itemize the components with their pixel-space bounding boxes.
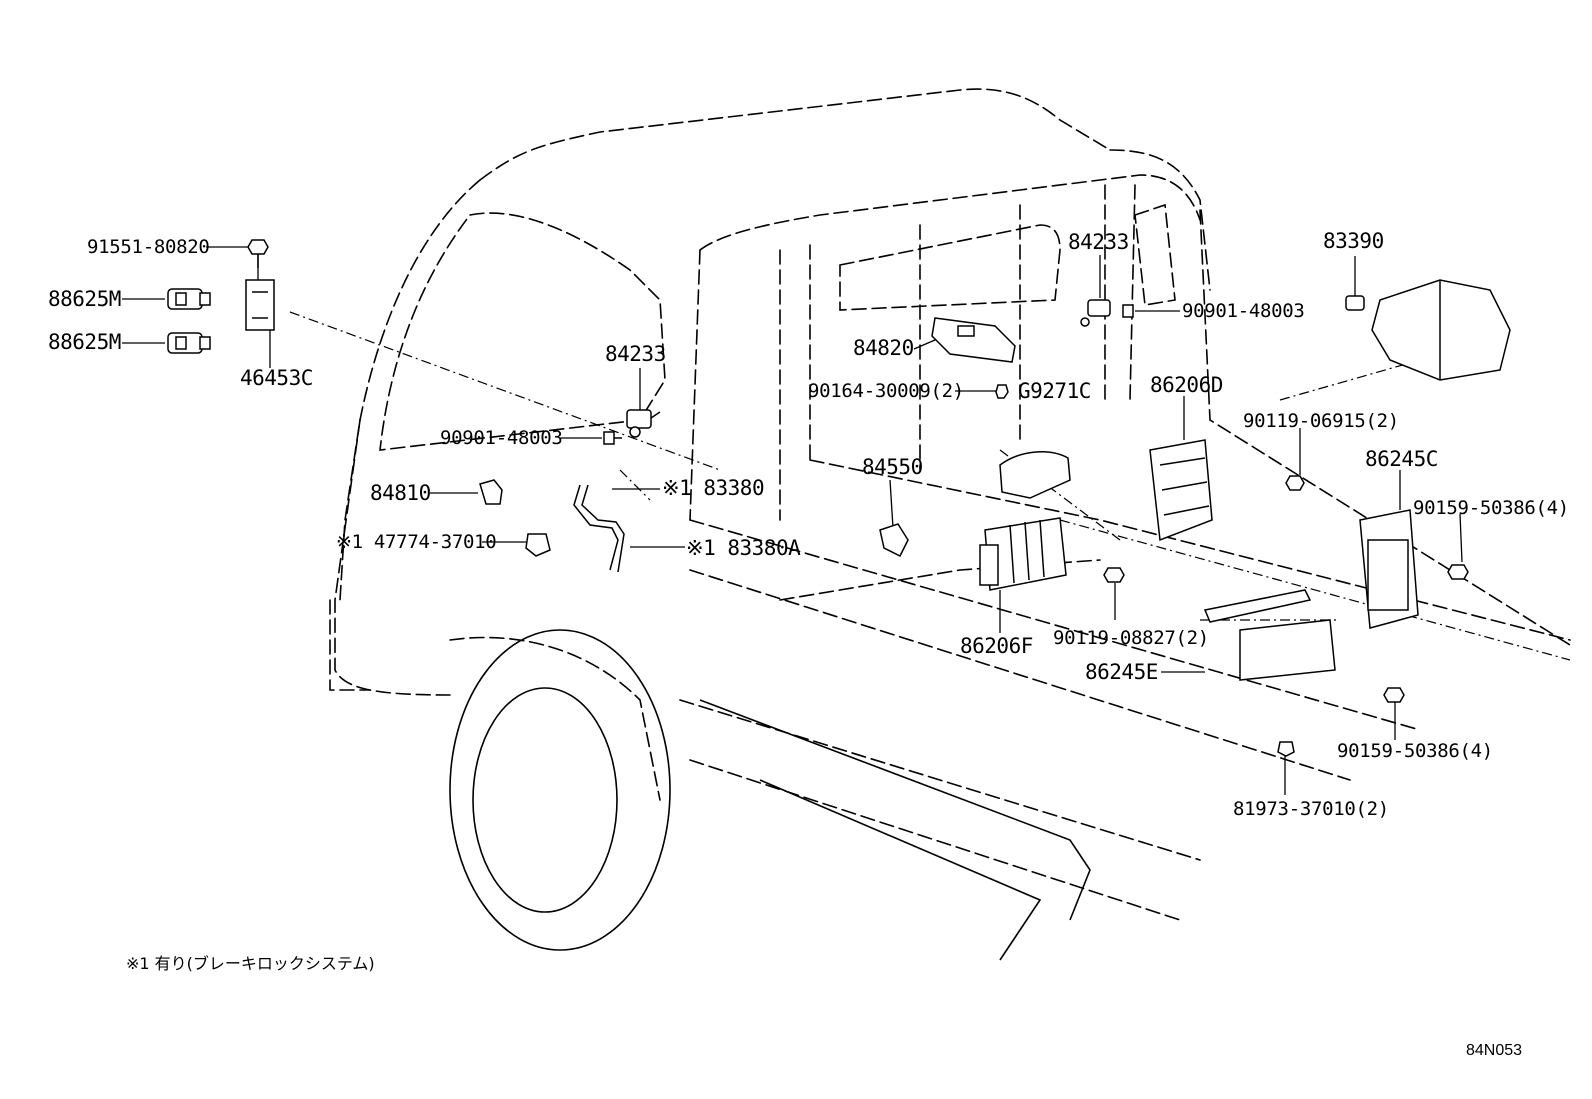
cab-side-bottom	[689, 519, 1421, 731]
label-47774-37010: ※1 47774-37010	[336, 531, 497, 553]
ecu-86206d-icon	[1149, 439, 1213, 542]
label-90119-08827: 90119-08827(2)	[1053, 627, 1209, 649]
step-upper	[679, 699, 1201, 861]
sensor-84233-right-icon	[1080, 299, 1111, 327]
cab-a-pillar	[339, 179, 481, 601]
label-86245e: 86245E	[1085, 660, 1158, 684]
cab-pillar-7	[1129, 184, 1136, 401]
label-84233-left: 84233	[605, 342, 666, 366]
label-90119-06915: 90119-06915(2)	[1243, 410, 1399, 432]
label-84233-right: 84233	[1068, 230, 1129, 254]
connector-88625m-icon-2	[167, 332, 211, 354]
label-88625m-upper: 88625M	[48, 287, 121, 311]
screw-90164-icon	[995, 384, 1009, 399]
front-tire-inner	[472, 687, 618, 913]
bolt-90119-a-icon	[1285, 475, 1305, 491]
label-90901-48003-left: 90901-48003	[440, 427, 563, 449]
diagram-code: 84N053	[1466, 1042, 1523, 1059]
bolt-90159-b-icon	[1383, 687, 1405, 703]
cab-roof-rear	[1109, 149, 1211, 291]
cab-floor-line	[689, 569, 1351, 781]
cab-bumper	[329, 599, 371, 691]
switch-84810-icon	[479, 479, 503, 505]
sensor-84233-left-icon	[626, 409, 661, 438]
bolt-90159-a-icon	[1447, 564, 1469, 580]
cab-pillar-1	[689, 249, 701, 521]
label-86206f: 86206F	[960, 634, 1033, 658]
door-window-outline	[839, 224, 1061, 311]
label-86245c: 86245C	[1365, 447, 1438, 471]
label-g9271c: G9271C	[1018, 379, 1091, 403]
label-84810: 84810	[370, 481, 431, 505]
label-91551-80820: 91551-80820	[87, 236, 210, 258]
sill-line	[779, 559, 1101, 601]
front-tire-outer	[449, 629, 671, 951]
connector-88625m-icon-1	[167, 288, 211, 310]
label-84820: 84820	[853, 336, 914, 360]
bracket-86245c-icon	[1359, 509, 1419, 629]
rear-window-outline	[1134, 203, 1176, 306]
label-86206d: 86206D	[1150, 373, 1223, 397]
step-lower	[689, 759, 1181, 921]
label-83380: ※1 83380	[662, 476, 765, 500]
fender-front	[449, 636, 661, 801]
clip-47774-icon	[525, 533, 551, 557]
cover-g9271c-icon	[999, 451, 1071, 499]
switch-84820-icon	[931, 317, 1016, 363]
label-88625m-lower: 88625M	[48, 330, 121, 354]
sensor-83390-icon	[1345, 295, 1365, 311]
label-83390: 83390	[1323, 229, 1384, 253]
label-81973-37010: 81973-37010(2)	[1233, 798, 1389, 820]
sensor-84550-icon	[879, 523, 909, 558]
cab-roof-outline	[479, 88, 1111, 181]
label-90159-50386-lower: 90159-50386(4)	[1337, 740, 1493, 762]
label-90164-30009: 90164-30009(2)	[808, 380, 964, 402]
screw-90901-left-icon	[603, 431, 622, 445]
bracket-83390-assembly-icon	[1371, 279, 1511, 381]
footnote: ※1 有り(ブレーキロックシステム)	[126, 954, 375, 973]
cab-door-frame	[699, 174, 1201, 251]
label-90901-48003-right: 90901-48003	[1182, 300, 1305, 322]
cab-front-face	[334, 419, 451, 696]
label-84550: 84550	[862, 455, 923, 479]
chassis-frame	[699, 699, 1091, 961]
label-46453c: 46453C	[240, 366, 313, 390]
clip-81973-icon	[1277, 741, 1295, 757]
brake-pipe-83380-icon	[573, 484, 625, 573]
bracket-46453c-icon	[245, 279, 275, 331]
ecu-86206f-icon	[979, 517, 1067, 591]
label-83380a: ※1 83380A	[686, 536, 801, 560]
label-90159-50386-upper: 90159-50386(4)	[1413, 497, 1569, 519]
windshield-outline	[379, 212, 666, 451]
bolt-90119-b-icon	[1103, 567, 1125, 583]
bolt-91551-icon	[247, 239, 269, 268]
bracket-86245e-icon	[1203, 589, 1336, 681]
screw-90901-right-icon	[1122, 304, 1134, 318]
